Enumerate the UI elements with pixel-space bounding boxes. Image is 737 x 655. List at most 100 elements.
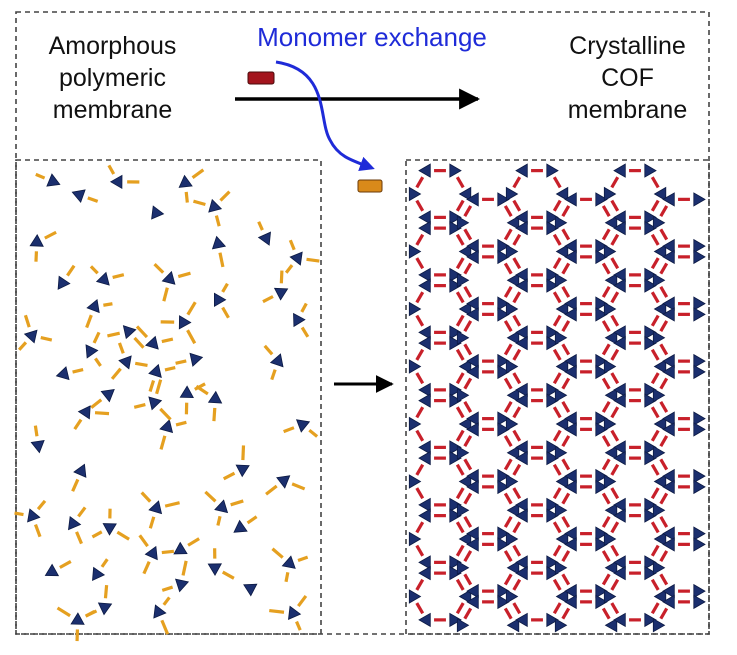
amorphous-node-icon (30, 235, 43, 247)
amorphous-linker-icon (15, 513, 24, 515)
cof-node-icon (694, 297, 705, 310)
cof-node-icon (419, 326, 430, 339)
cof-linker-icon (563, 608, 569, 618)
cof-linker-icon (505, 436, 511, 446)
cof-linker-icon (465, 402, 471, 412)
cof-linker-icon (563, 436, 569, 446)
amorphous-linker-icon (164, 288, 168, 302)
amorphous-node-icon (162, 272, 175, 285)
cof-linker-icon (612, 292, 618, 302)
amorphous-node-icon (244, 584, 257, 596)
cof-linker-icon (661, 459, 667, 469)
amorphous-linker-icon (107, 333, 119, 336)
amorphous-linker-icon (157, 380, 161, 394)
amorphous-node-icon (259, 232, 271, 245)
amorphous-linker-icon (92, 532, 101, 537)
cof-linker-icon (465, 229, 471, 239)
amorphous-node-icon (146, 337, 158, 350)
amorphous-linker-icon (162, 551, 174, 552)
cof-linker-icon (457, 373, 463, 383)
amorphous-linker-icon (286, 265, 292, 273)
cof-linker-icon (554, 177, 560, 187)
amorphous-linker-icon (102, 559, 107, 567)
cof-linker-icon (603, 574, 609, 584)
cof-linker-icon (505, 493, 511, 503)
amorphous-linker-icon (103, 304, 112, 305)
cof-linker-icon (465, 459, 471, 469)
cof-node-icon (506, 360, 517, 373)
cof-linker-icon (417, 373, 423, 383)
amorphous-linker-icon (150, 517, 153, 529)
cof-node-icon (555, 216, 566, 229)
cof-linker-icon (652, 407, 658, 417)
cof-node-icon (653, 389, 664, 402)
amorphous-linker-icon (78, 507, 85, 516)
cof-linker-icon (554, 373, 560, 383)
cof-linker-icon (612, 580, 618, 590)
amorphous-node-icon (149, 501, 161, 514)
cof-linker-icon (554, 580, 560, 590)
amorphous-linker-icon (94, 332, 99, 343)
amorphous-linker-icon (91, 400, 101, 408)
cof-linker-icon (505, 459, 511, 469)
cof-linker-icon (417, 292, 423, 302)
cof-linker-icon (465, 344, 471, 354)
cof-linker-icon (652, 177, 658, 187)
cof-linker-icon (603, 517, 609, 527)
amorphous-linker-icon (162, 620, 168, 634)
cof-linker-icon (652, 201, 658, 211)
cof-linker-icon (505, 517, 511, 527)
cof-lattice (409, 164, 705, 632)
amorphous-linker-icon (224, 473, 235, 479)
cof-linker-icon (661, 287, 667, 297)
cof-linker-icon (457, 465, 463, 475)
cof-linker-icon (505, 229, 511, 239)
amorphous-node-icon (72, 190, 85, 202)
cof-node-icon (419, 222, 430, 235)
cof-linker-icon (457, 350, 463, 360)
cof-node-icon (457, 216, 468, 229)
cof-linker-icon (465, 206, 471, 216)
amorphous-node-icon (180, 386, 193, 397)
cof-node-icon (694, 240, 705, 253)
cof-linker-icon (603, 459, 609, 469)
cof-linker-icon (505, 263, 511, 273)
amorphous-node-icon (119, 356, 131, 369)
cof-node-icon (555, 619, 566, 632)
cof-node-icon (457, 504, 468, 517)
cof-linker-icon (563, 378, 569, 388)
cof-node-icon (555, 331, 566, 344)
cof-linker-icon (652, 522, 658, 532)
cof-node-icon (653, 331, 664, 344)
amorphous-linker-icon (86, 611, 96, 616)
amorphous-node-icon (236, 465, 249, 477)
amorphous-node-icon (103, 524, 116, 535)
cof-linker-icon (514, 580, 520, 590)
amorphous-linker-icon (73, 370, 84, 373)
cof-linker-icon (563, 493, 569, 503)
amorphous-linker-icon (281, 271, 282, 284)
amorphous-linker-icon (263, 296, 273, 301)
cof-linker-icon (457, 316, 463, 326)
cof-linker-icon (554, 258, 560, 268)
cof-node-icon (409, 188, 420, 201)
cof-linker-icon (612, 431, 618, 441)
cof-linker-icon (652, 235, 658, 245)
amorphous-linker-icon (112, 369, 121, 379)
amorphous-node-icon (149, 365, 161, 378)
amorphous-linker-icon (218, 516, 220, 525)
amorphous-node-icon (294, 314, 305, 327)
amorphous-node-icon (215, 500, 228, 512)
amorphous-node-icon (209, 392, 222, 404)
amorphous-panel (16, 160, 321, 634)
cof-linker-icon (505, 378, 511, 388)
cof-node-icon (506, 245, 517, 258)
cof-linker-icon (661, 436, 667, 446)
amorphous-network (15, 165, 320, 641)
amorphous-linker-icon (135, 338, 144, 348)
cof-linker-icon (652, 350, 658, 360)
amorphous-node-icon (271, 354, 283, 367)
outgoing-monomer-icon (248, 72, 274, 84)
cof-node-icon (419, 383, 430, 396)
